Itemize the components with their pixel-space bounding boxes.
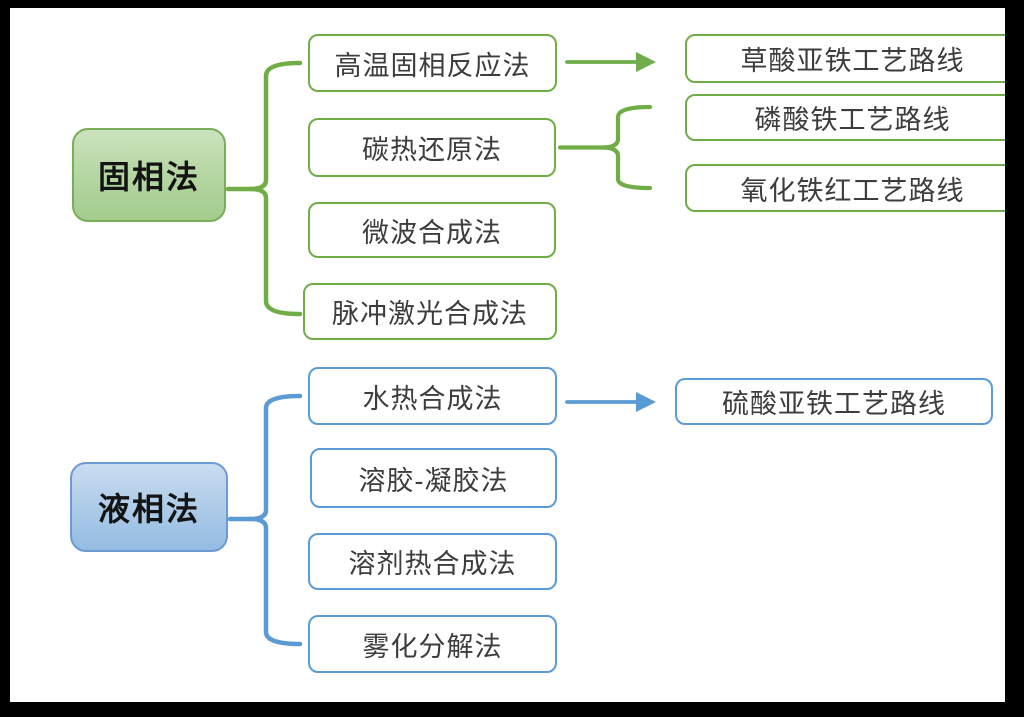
node-ferrous-sulfate-route: 硫酸亚铁工艺路线 — [675, 378, 993, 425]
node-iron-oxide-red-route: 氧化铁红工艺路线 — [685, 164, 1005, 212]
node-label: 硫酸亚铁工艺路线 — [722, 389, 946, 419]
node-ferrous-oxalate-route: 草酸亚铁工艺路线 — [685, 34, 1005, 83]
node-microwave-synthesis-method: 微波合成法 — [308, 202, 556, 258]
solid-small-brace — [601, 104, 653, 191]
green-arrow-head — [636, 52, 656, 72]
node-sol-gel-method: 溶胶-凝胶法 — [310, 448, 557, 508]
node-carbothermal-reduction-method: 碳热还原法 — [308, 118, 556, 177]
node-hydrothermal-synthesis-method: 水热合成法 — [308, 367, 557, 425]
node-label: 高温固相反应法 — [334, 50, 531, 81]
node-label: 碳热还原法 — [362, 135, 502, 165]
node-label: 液相法 — [97, 491, 200, 527]
node-atomization-decomposition-method: 雾化分解法 — [308, 615, 557, 673]
node-label: 固相法 — [97, 159, 200, 195]
node-label: 水热合成法 — [362, 383, 503, 414]
node-solid-phase-root: 固相法 — [72, 128, 226, 222]
node-label: 微波合成法 — [362, 217, 502, 248]
liquid-large-brace — [249, 393, 303, 647]
blue-arrow-head — [636, 392, 656, 412]
connector-layer — [225, 52, 656, 647]
solid-large-brace — [249, 60, 303, 317]
diagram-canvas: 固相法 高温固相反应法 碳热还原法 微波合成法 脉冲激光合成法 草酸亚铁工艺路线… — [10, 8, 1005, 702]
node-label: 草酸亚铁工艺路线 — [740, 46, 965, 76]
node-label: 脉冲激光合成法 — [332, 299, 528, 329]
node-label: 磷酸铁工艺路线 — [754, 105, 951, 135]
node-label: 雾化分解法 — [362, 631, 503, 662]
node-pulsed-laser-synthesis-method: 脉冲激光合成法 — [303, 283, 557, 340]
node-liquid-phase-root: 液相法 — [70, 462, 228, 552]
node-label: 溶胶-凝胶法 — [358, 465, 509, 496]
node-label: 氧化铁红工艺路线 — [740, 175, 965, 206]
node-solvothermal-synthesis-method: 溶剂热合成法 — [308, 533, 557, 590]
node-iron-phosphate-route: 磷酸铁工艺路线 — [685, 94, 1005, 141]
node-label: 溶剂热合成法 — [348, 549, 517, 579]
node-high-temp-solid-state-method: 高温固相反应法 — [308, 34, 557, 92]
